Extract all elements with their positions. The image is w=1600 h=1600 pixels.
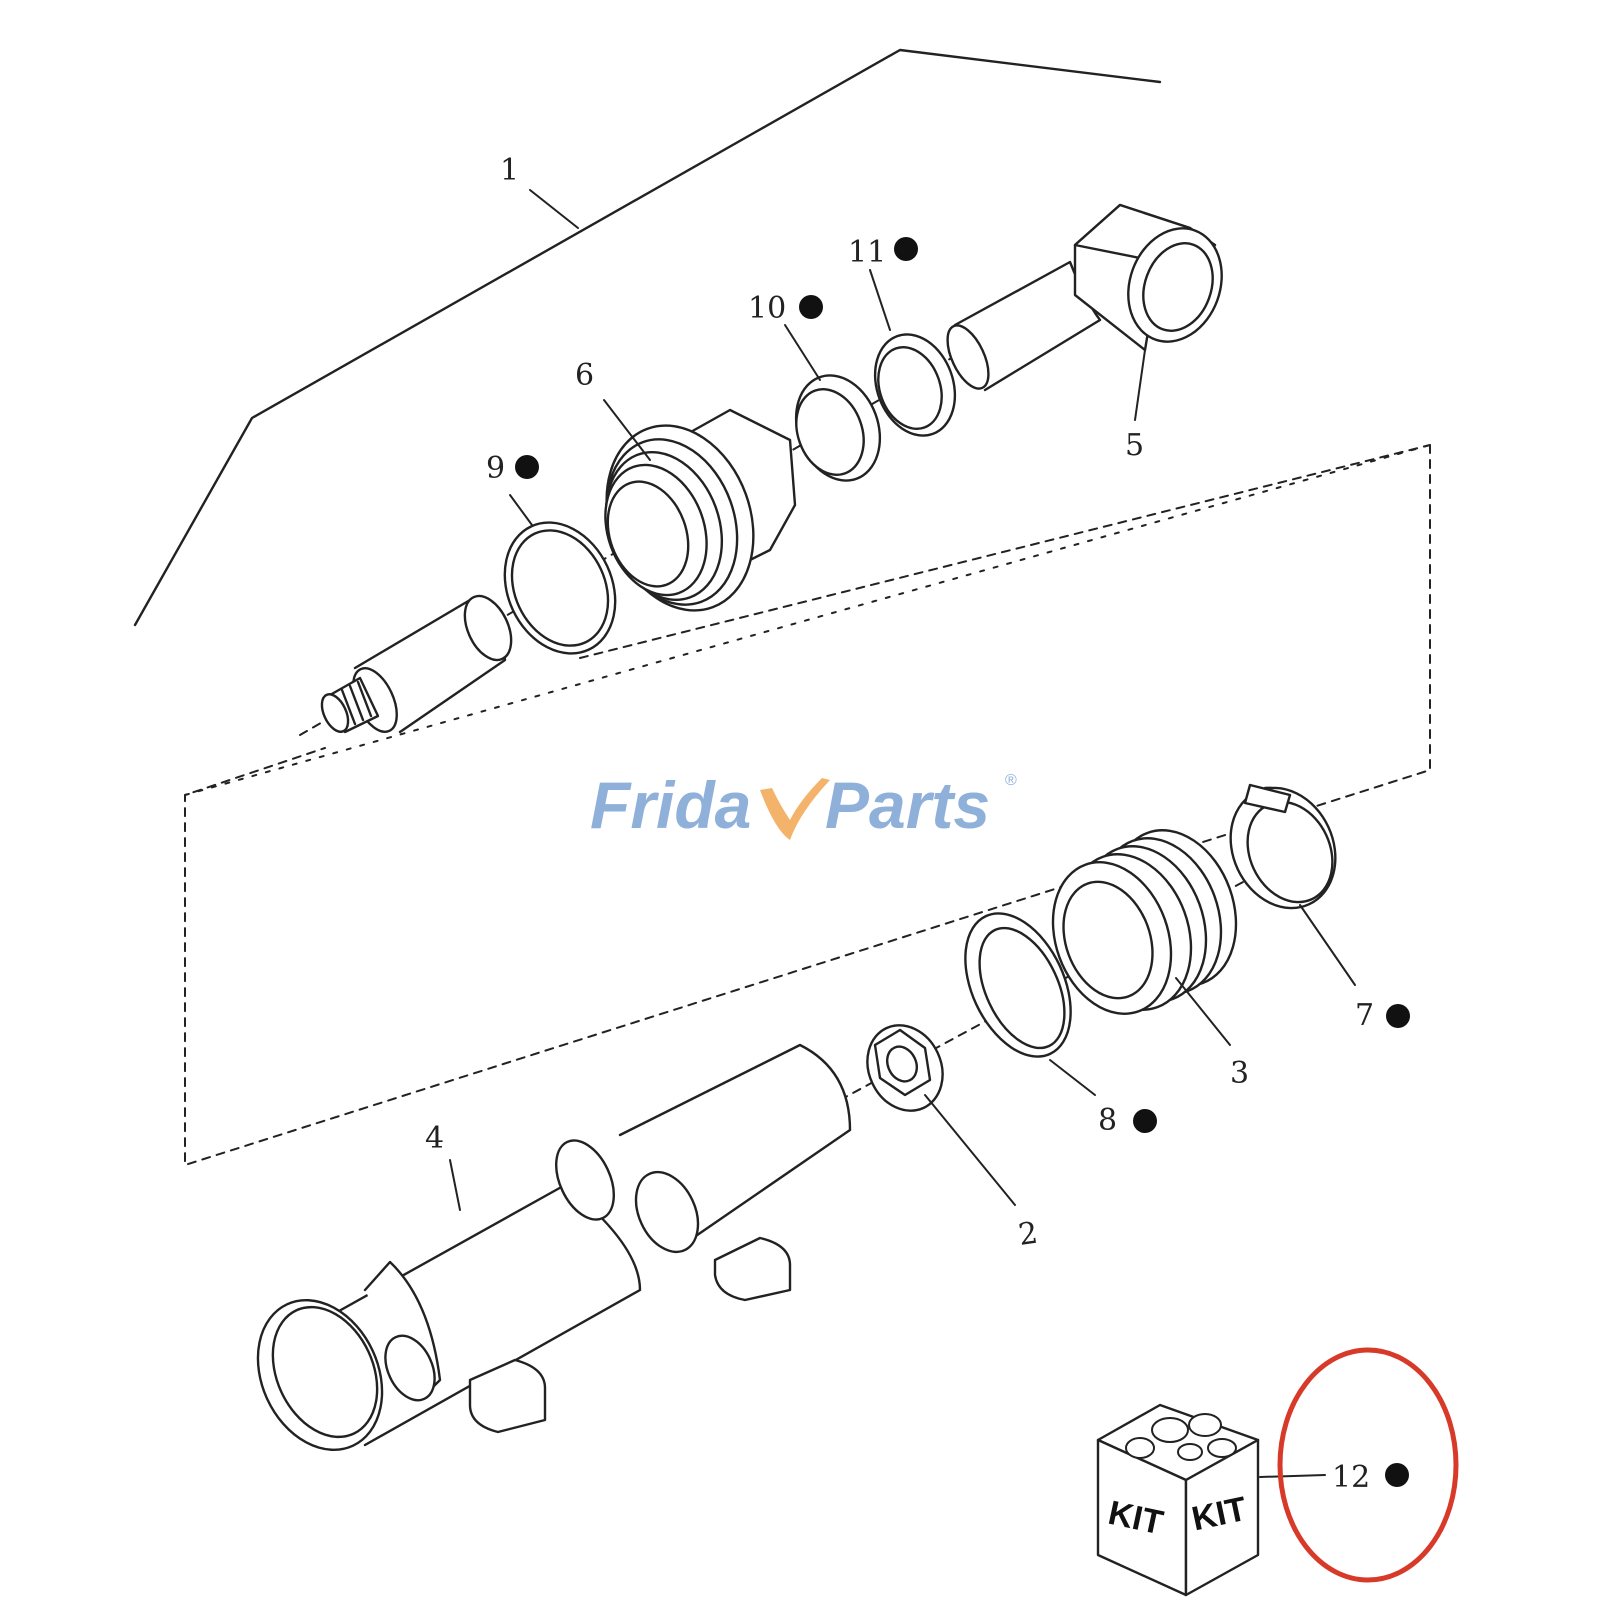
kit-box-contents xyxy=(1126,1414,1236,1460)
part-5-rod-eye xyxy=(939,205,1237,395)
svg-text:Frida: Frida xyxy=(590,768,751,842)
callouts: 1 2 3 4 5 6 7 8 9 10 11 12 xyxy=(425,153,1374,1495)
watermark-swoosh-icon xyxy=(760,778,830,840)
kit-dot-12 xyxy=(1385,1463,1409,1487)
callout-8: 8 xyxy=(1098,1103,1117,1138)
part-4-cylinder-barrel xyxy=(234,1045,850,1470)
part-9-o-ring xyxy=(484,504,636,671)
kit-box-icon: KIT KIT xyxy=(1098,1405,1258,1595)
callout-2: 2 xyxy=(1016,1216,1040,1253)
part-11-seal-ring xyxy=(862,323,969,447)
callout-3: 3 xyxy=(1230,1056,1249,1091)
piston-rod-end xyxy=(317,589,521,739)
callout-1: 1 xyxy=(500,153,519,188)
kit-dot-8 xyxy=(1133,1109,1157,1133)
highlight-circle-12 xyxy=(1277,1347,1459,1583)
part-10-wiper-ring xyxy=(782,364,894,493)
leader-lines xyxy=(449,189,1356,1478)
callout-9: 9 xyxy=(486,451,505,486)
watermark-brand-part1: Frida xyxy=(590,768,751,842)
part-3-piston xyxy=(1033,813,1257,1030)
callout-11: 11 xyxy=(848,235,886,270)
callout-6: 6 xyxy=(575,358,594,393)
kit-dot-7 xyxy=(1386,1004,1410,1028)
kit-dot-9 xyxy=(515,455,539,479)
callout-4: 4 xyxy=(425,1121,444,1156)
svg-text:Parts: Parts xyxy=(825,768,990,842)
part-6-gland-nut xyxy=(582,405,795,631)
assembly-bracket xyxy=(133,48,1162,627)
kit-dot-10 xyxy=(799,295,823,319)
part-8-seal xyxy=(944,897,1092,1074)
callout-5: 5 xyxy=(1125,428,1144,463)
part-7-split-ring xyxy=(1211,771,1354,926)
watermark-registered: ® xyxy=(1005,772,1017,789)
watermark-brand-part2: Parts xyxy=(825,768,990,842)
part-2-lock-nut xyxy=(854,1013,956,1123)
callout-10: 10 xyxy=(748,291,786,326)
watermark-logo: Frida Parts ® xyxy=(590,768,1017,842)
callout-12: 12 xyxy=(1332,1460,1370,1495)
kit-dot-11 xyxy=(894,237,918,261)
kit-item-markers xyxy=(515,237,1410,1487)
callout-7: 7 xyxy=(1355,998,1374,1033)
